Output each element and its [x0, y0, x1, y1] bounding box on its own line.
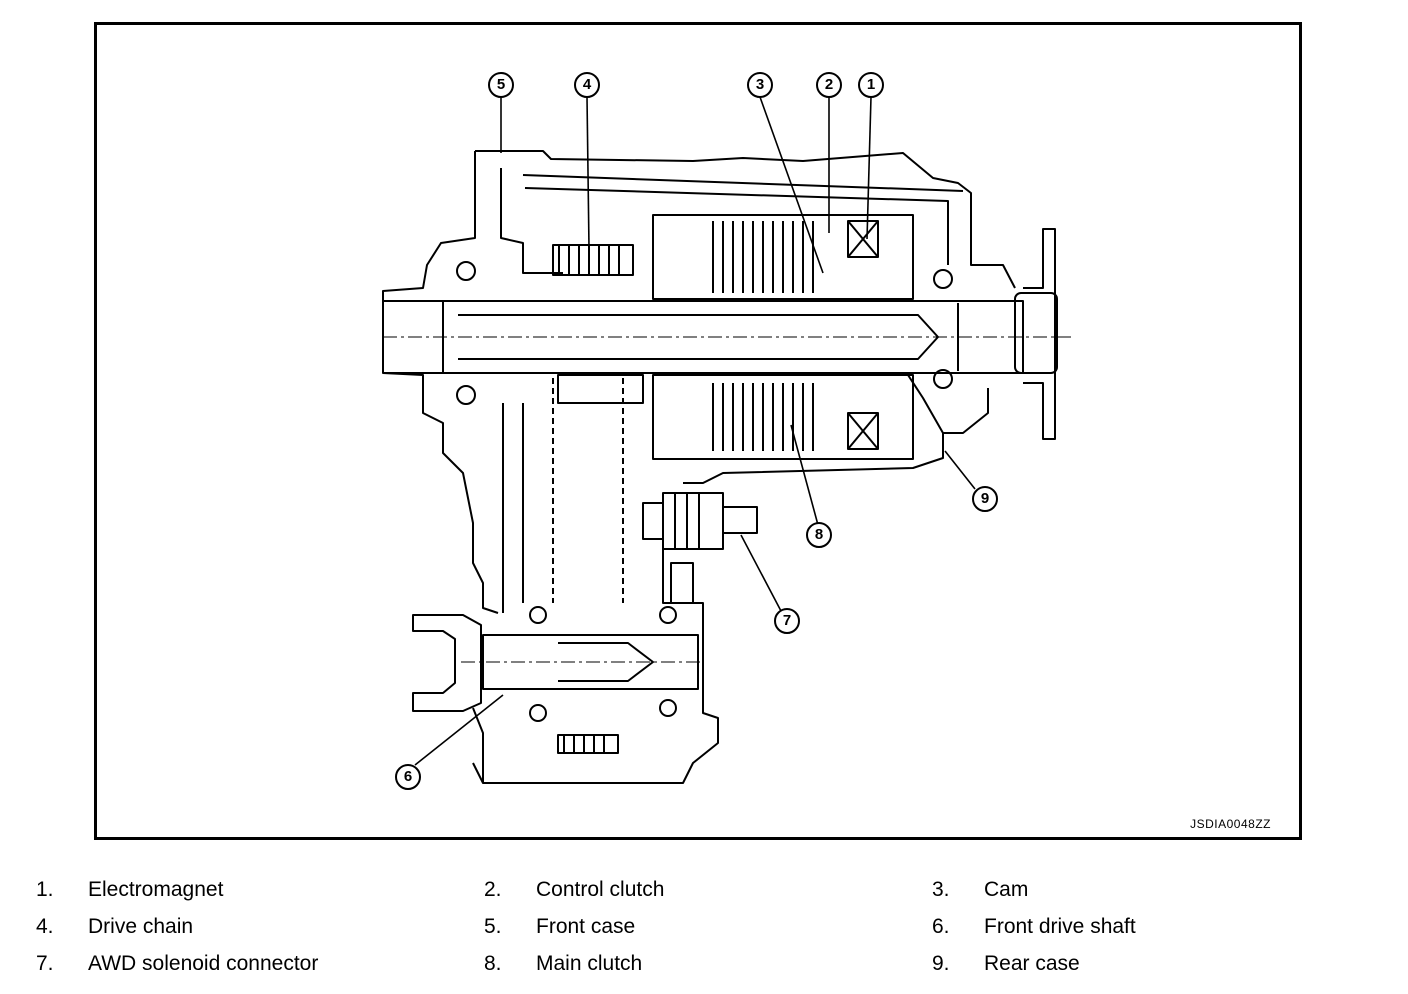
- legend-number: 4.: [36, 915, 54, 938]
- drive-chain-upper: [552, 244, 634, 276]
- legend-label: Electromagnet: [88, 878, 224, 901]
- legend-label: Cam: [984, 878, 1029, 901]
- legend-label: Drive chain: [88, 915, 194, 938]
- callout-9: 9: [972, 486, 998, 512]
- callout-4: 4: [574, 72, 600, 98]
- front-case-outline: [382, 151, 476, 303]
- legend-number: 7.: [36, 952, 54, 975]
- callout-2: 2: [816, 72, 842, 98]
- transfer-cross-section: [382, 96, 1071, 784]
- front-yoke: [412, 614, 482, 712]
- callout-3: 3: [747, 72, 773, 98]
- awd-solenoid-connector: [662, 492, 724, 550]
- legend: 1. Electromagnet 2. Control clutch 3. Cam 4. Dr…: [0, 872, 1408, 992]
- legend-label: Control clutch: [536, 878, 665, 901]
- clutch-pack-lower: [652, 374, 914, 460]
- legend-number: 1.: [36, 878, 54, 901]
- callout-1: 1: [858, 72, 884, 98]
- housing-lower: [382, 372, 499, 614]
- legend-number: 6.: [932, 915, 950, 938]
- rear-flange: [1023, 228, 1056, 440]
- callout-5: 5: [488, 72, 514, 98]
- legend-label: Rear case: [984, 952, 1080, 975]
- legend-number: 8.: [484, 952, 502, 975]
- legend-label: Main clutch: [536, 952, 643, 975]
- clutch-pack-upper: [652, 214, 914, 300]
- callout-7: 7: [774, 608, 800, 634]
- legend-number: 2.: [484, 878, 502, 901]
- callout-8: 8: [806, 522, 832, 548]
- figure-code: JSDIA0048ZZ: [1190, 817, 1271, 831]
- legend-number: 5.: [484, 915, 502, 938]
- legend-label: AWD solenoid connector: [88, 952, 319, 975]
- legend-number: 9.: [932, 952, 950, 975]
- drive-chain-lower: [557, 734, 619, 754]
- legend-number: 3.: [932, 878, 950, 901]
- callout-6: 6: [395, 764, 421, 790]
- legend-label: Front case: [536, 915, 636, 938]
- legend-label: Front drive shaft: [984, 915, 1136, 938]
